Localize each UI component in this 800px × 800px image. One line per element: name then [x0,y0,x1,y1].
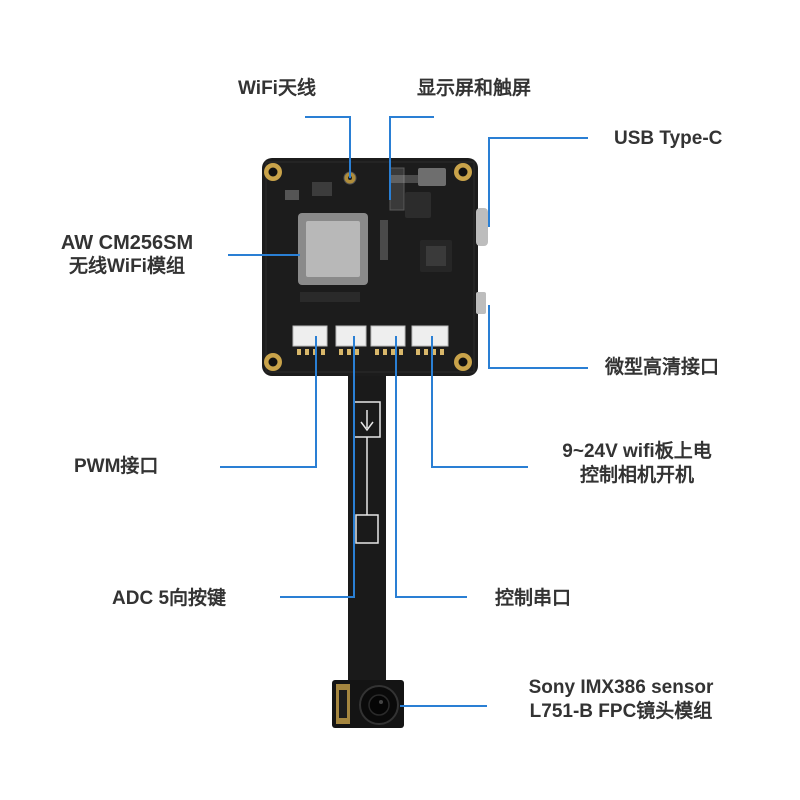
display-connector [390,168,404,210]
label-display-touch: 显示屏和触屏 [416,78,531,99]
label-sensor-line2: L751-B FPC镜头模组 [529,701,713,722]
leader-pwm [220,336,317,468]
leader-power [431,336,528,468]
leader-adc [280,336,355,598]
adc-connector [335,325,367,347]
leader-lines [220,116,588,707]
usb-c-port [476,208,488,246]
leader-hdmi [488,305,588,369]
leader-wifi-antenna [305,116,351,178]
label-usb: USB Type-C [614,128,723,149]
camera-module [332,680,404,728]
label-pwm: PWM接口 [74,456,159,477]
label-wifi-antenna: WiFi天线 [238,78,316,99]
label-module-line2: 无线WiFi模组 [69,256,185,277]
pcb-board [262,158,488,376]
micro-hdmi-port [476,292,486,314]
label-sensor-line1: Sony IMX386 sensor [528,677,714,698]
pwm-connector [292,325,328,347]
leader-usb [488,137,588,227]
leader-display [389,116,434,200]
label-power-line2: 控制相机开机 [579,465,694,486]
label-adc: ADC 5向按键 [112,588,227,609]
label-hdmi: 微型高清接口 [605,357,720,378]
leader-serial [395,336,467,598]
fpc-ribbon [348,360,386,690]
label-module: AW CM256SM 无线WiFi模组 [24,231,230,279]
power-connector [411,325,449,347]
label-power: 9~24V wifi板上电 控制相机开机 [527,440,747,488]
label-sensor: Sony IMX386 sensor L751-B FPC镜头模组 [492,676,750,724]
label-serial: 控制串口 [495,588,572,609]
label-power-line1: 9~24V wifi板上电 [562,441,712,462]
serial-connector [370,325,406,347]
label-module-line1: AW CM256SM [60,232,194,254]
